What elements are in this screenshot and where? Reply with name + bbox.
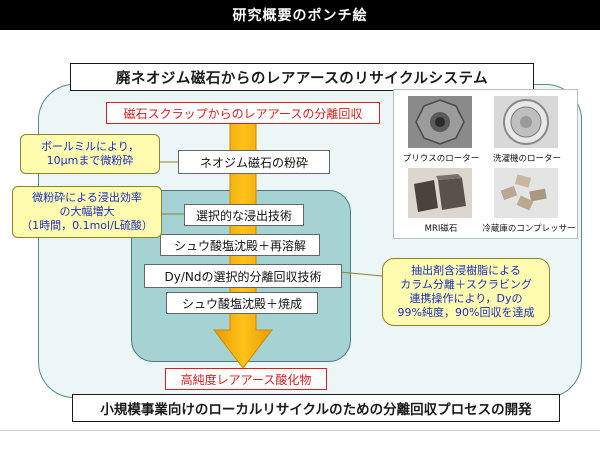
diagram-title-text: 廃ネオジム磁石からのレアアースのリサイクルシステム <box>115 70 489 87</box>
step-dy-nd-separation-text: Dy/Ndの選択的分離回収技術 <box>164 269 322 284</box>
flow-end-text: 高純度レアアース酸化物 <box>180 372 312 387</box>
photo-caption-1: プリウスのローター <box>402 154 480 164</box>
callout-pointer-separation <box>339 271 383 277</box>
callout-leaching-line-1: 微粉砕による浸出効率 <box>32 191 142 204</box>
callout-separation-line-2: カラム分離＋スクラビング <box>400 278 532 291</box>
step-dy-nd-separation: Dy/Ndの選択的分離回収技術 <box>144 264 342 288</box>
callout-milling-line-1: ボールミルにより， <box>40 140 139 153</box>
callout-leaching-line-3: （1時間，0.1mol/L硫酸） <box>21 219 153 232</box>
callout-separation-line-1: 抽出剤含浸樹脂による <box>411 264 521 277</box>
step-leaching: 選択的な浸出技術 <box>184 204 304 226</box>
washer-rotor-photo-icon <box>494 96 558 148</box>
diagram-title: 廃ネオジム磁石からのレアアースのリサイクルシステム <box>70 63 534 91</box>
callout-leaching-line-2: の大幅増大 <box>59 205 115 218</box>
photo-caption-4: 冷蔵庫のコンプレッサー <box>482 224 576 234</box>
callout-milling: ボールミルにより， 10μmまで微粉砕 <box>20 134 160 174</box>
page-header: 研究概要のポンチ絵 <box>0 0 600 30</box>
compressor-magnets-photo-icon <box>494 168 558 218</box>
step-oxalate-calcination: シュウ酸塩沈殿＋焼成 <box>166 292 318 314</box>
step-oxalate-redissolve-text: シュウ酸塩沈殿＋再溶解 <box>173 238 306 253</box>
callout-leaching: 微粉砕による浸出効率 の大幅増大 （1時間，0.1mol/L硫酸） <box>12 186 162 238</box>
flow-end-label: 高純度レアアース酸化物 <box>165 368 327 390</box>
step-milling: ネオジム磁石の粉砕 <box>178 150 330 174</box>
callout-milling-line-2: 10μmまで微粉砕 <box>46 154 134 167</box>
callout-separation-line-4: 99%純度，90%回収を達成 <box>397 306 535 319</box>
step-leaching-text: 選択的な浸出技術 <box>195 208 292 223</box>
rotor-photo-icon <box>408 96 472 148</box>
bottom-banner: 小規模事業向けのローカルリサイクルのための分離回収プロセスの開発 <box>72 394 560 422</box>
callout-separation-line-3: 連携操作により，Dyの <box>409 292 523 305</box>
footer-divider <box>0 430 600 431</box>
photo-caption-2: 洗濯機のローター <box>492 154 561 164</box>
magnet-blocks-photo-icon <box>408 168 472 218</box>
flow-start-label: 磁石スクラップからのレアアースの分離回収 <box>106 102 380 124</box>
header-title: 研究概要のポンチ絵 <box>232 8 368 24</box>
step-oxalate-calcination-text: シュウ酸塩沈殿＋焼成 <box>181 296 302 311</box>
step-oxalate-redissolve: シュウ酸塩沈殿＋再溶解 <box>160 234 320 256</box>
step-milling-text: ネオジム磁石の粉砕 <box>199 155 308 170</box>
photo-caption-3: MRI磁石 <box>424 224 458 234</box>
bottom-banner-text: 小規模事業向けのローカルリサイクルのための分離回収プロセスの開発 <box>100 402 532 418</box>
flow-start-text: 磁石スクラップからのレアアースの分離回収 <box>123 106 363 121</box>
magnet-photo-panel: プリウスのローター 洗濯機のローター MRI磁石 冷蔵庫のコンプレッサー <box>393 89 578 239</box>
callout-separation: 抽出剤含浸樹脂による カラム分離＋スクラビング 連携操作により，Dyの 99%純… <box>382 258 550 326</box>
